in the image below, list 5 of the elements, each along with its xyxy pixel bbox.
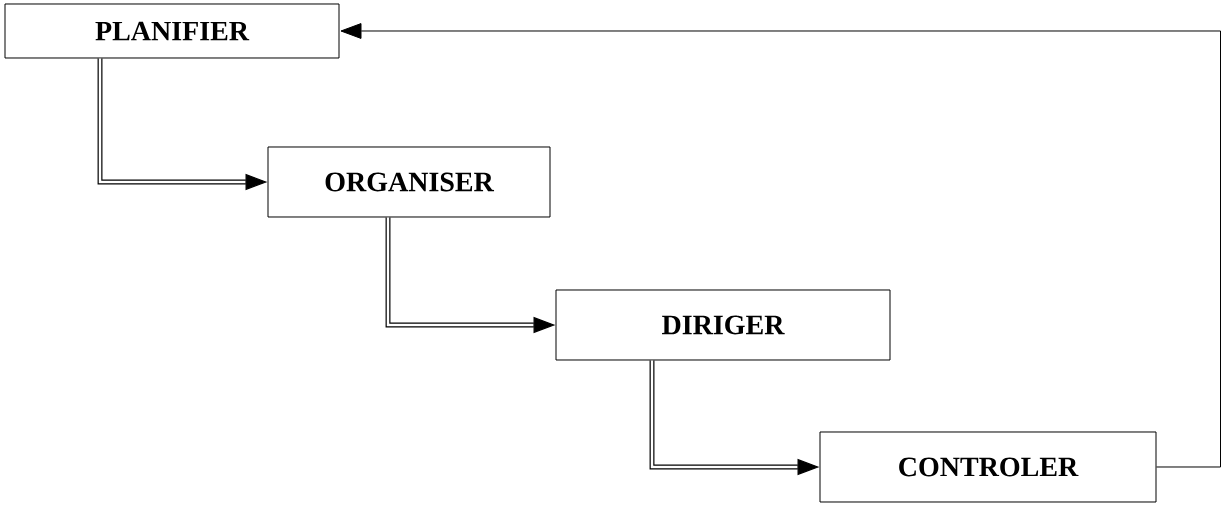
process-box: DIRIGER [555,289,891,361]
process-box: CONTROLER [819,431,1157,503]
feedback-arrow [340,23,1221,468]
process-box: ORGANISER [267,146,551,218]
process-box: PLANIFIER [4,3,340,59]
